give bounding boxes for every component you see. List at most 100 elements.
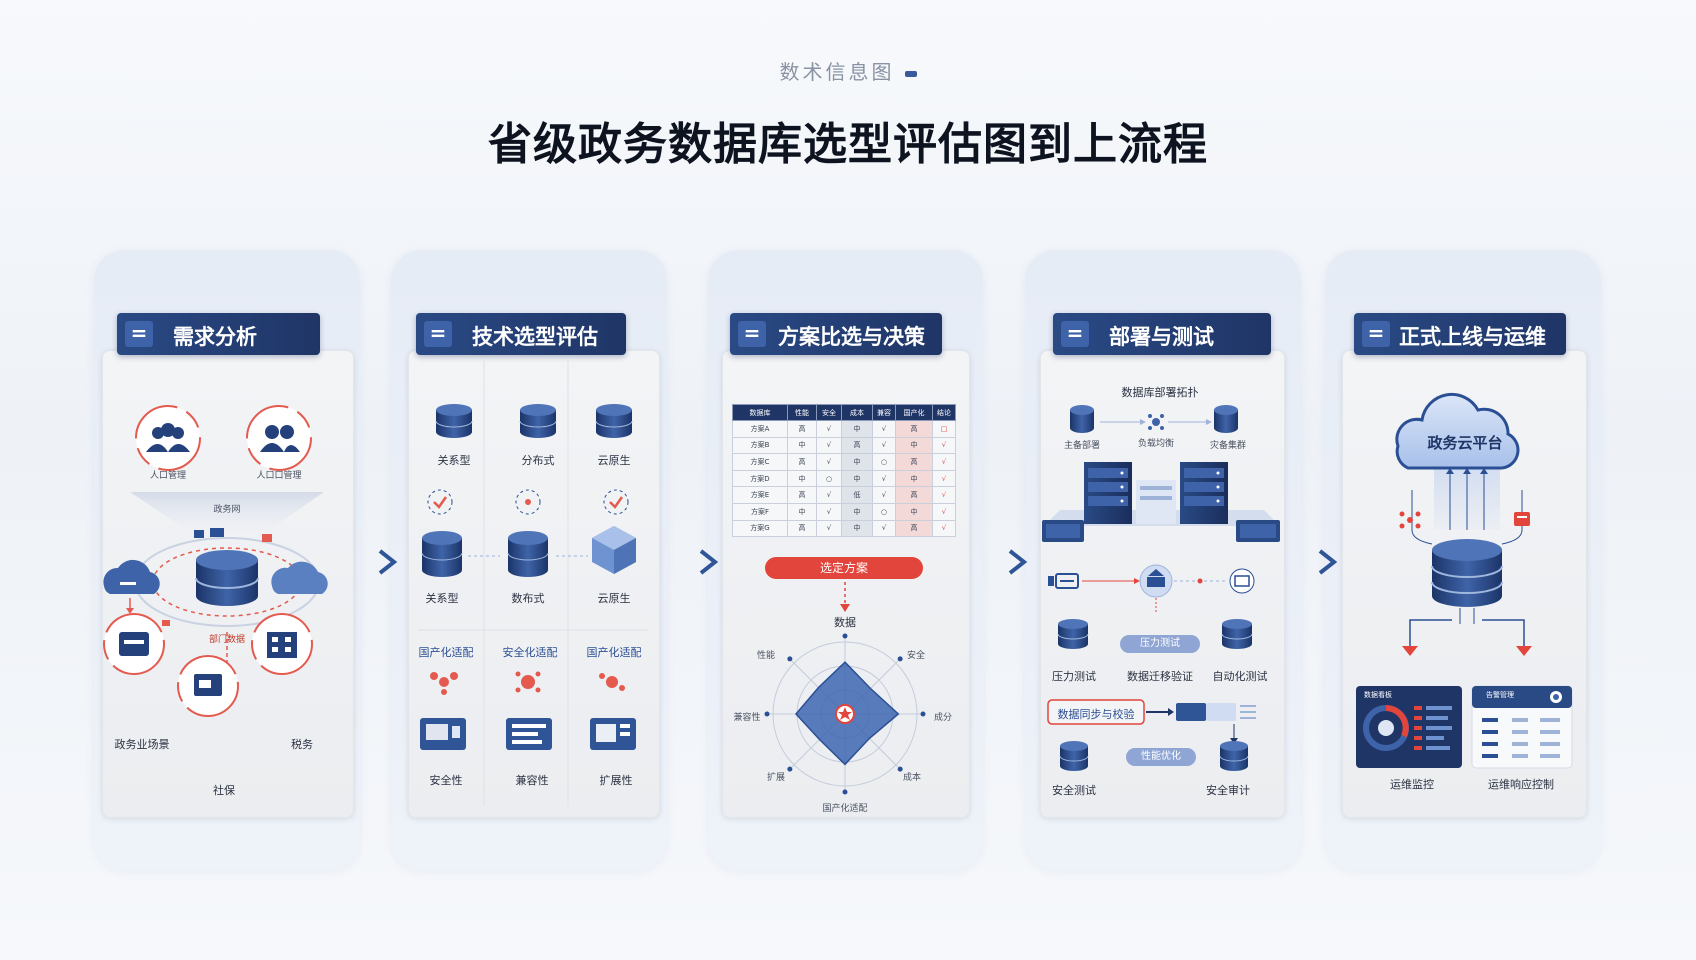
table-header-cell: 结论 <box>932 404 956 421</box>
stage2-graphic <box>418 360 648 806</box>
capability-label: 安全性 <box>429 774 463 787</box>
briefcase-icon <box>103 613 165 675</box>
database-icon <box>195 550 259 606</box>
radar-axis-dot <box>897 656 903 662</box>
table-cell: 方案D <box>732 469 788 488</box>
database-icon <box>435 404 473 438</box>
subtitle-text: 数术信息图 <box>779 60 895 84</box>
table-cell: 高 <box>787 420 817 438</box>
adapt-icon <box>430 672 458 695</box>
table-cell: √ <box>932 469 956 488</box>
radar-axis-dot <box>842 633 848 639</box>
adapt-label: 国产化适配 <box>586 646 642 659</box>
table-header-cell: 性能 <box>787 404 817 421</box>
database-icon <box>1221 619 1253 649</box>
adapt-icon <box>599 673 625 691</box>
db-type-label: 数布式 <box>511 592 545 605</box>
table-cell: √ <box>932 502 956 521</box>
table-cell: ○ <box>872 453 896 471</box>
social-security-icon <box>177 655 239 717</box>
stage-title: 需求分析 <box>173 325 257 349</box>
adapt-label: 国产化适配 <box>418 646 474 659</box>
check-badge-icon <box>603 489 629 515</box>
equals-icon: = <box>738 321 766 347</box>
table-cell: √ <box>932 436 956 455</box>
database-icon <box>1219 741 1249 771</box>
gov-scene-label: 政务业场景 <box>114 738 170 751</box>
table-cell: 高 <box>841 436 873 455</box>
radar-axis-top: 数据 <box>834 616 856 629</box>
table-cell: ○ <box>816 469 842 488</box>
radar-axis-bottom: 国产化适配 <box>822 804 868 814</box>
primary-db-label: 主备部署 <box>1063 441 1100 451</box>
table-cell: 方案E <box>732 486 788 504</box>
monitor-icon <box>1229 568 1255 594</box>
social-label: 社保 <box>213 784 235 797</box>
topology-title: 数据库部署拓扑 <box>1121 386 1199 399</box>
db-type-label: 云原生 <box>597 592 631 605</box>
table-cell: 中 <box>895 436 933 455</box>
capability-label: 兼容性 <box>515 774 549 787</box>
table-cell: □ <box>932 420 956 438</box>
stage-header-4: =部署与测试 <box>1053 313 1271 355</box>
table-cell: 方案A <box>732 420 788 438</box>
db-type-label: 关系型 <box>425 592 459 605</box>
stage-header-1: =需求分析 <box>117 313 320 355</box>
capability-label: 扩展性 <box>599 774 633 787</box>
stage1-graphic <box>103 405 328 717</box>
stage-title: 正式上线与运维 <box>1399 325 1546 349</box>
radar-axis-dot <box>842 789 848 795</box>
radar-chart <box>764 582 926 795</box>
equals-icon: = <box>1061 321 1089 347</box>
table-cell: 高 <box>787 519 817 538</box>
table-cell: √ <box>932 486 956 504</box>
table-header-cell: 成本 <box>841 404 873 421</box>
node-icon <box>162 620 170 626</box>
server-rack-icon <box>1180 462 1228 524</box>
table-cell: √ <box>816 420 842 438</box>
page-title: 省级政务数据库选型评估图到上流程 <box>488 119 1208 170</box>
table-cell: 中 <box>841 453 873 471</box>
subtitle: 数术信息图 <box>0 56 1696 85</box>
database-icon <box>421 531 463 577</box>
table-cell: √ <box>872 469 896 488</box>
radar-axis-dot <box>897 766 903 772</box>
arrow-right-icon <box>320 549 398 575</box>
table-cell: 中 <box>787 469 817 488</box>
table-header-cell: 安全 <box>816 404 842 421</box>
pressure-test-pill: 压力测试 <box>1120 635 1200 653</box>
table-header-cell: 国产化 <box>895 404 933 421</box>
radar-axis-bottom-left: 扩展 <box>766 773 785 783</box>
arrow-right-icon <box>655 549 719 575</box>
star-icon <box>835 704 855 724</box>
network-node-icon <box>1399 511 1421 529</box>
database-icon <box>1431 539 1503 607</box>
table-cell: 高 <box>787 486 817 504</box>
hub-bottom-label: 部门数据 <box>208 635 245 645</box>
table-cell: 中 <box>841 469 873 488</box>
table-cell: 低 <box>841 486 873 504</box>
table-cell: √ <box>816 502 842 521</box>
server-rack-icon <box>1084 462 1132 524</box>
table-cell: 高 <box>787 453 817 471</box>
table-cell: 中 <box>841 502 873 521</box>
load-balancer-label: 负载均衡 <box>1137 439 1174 449</box>
dashboard-card-title: 数据看板 <box>1364 691 1392 699</box>
people-label-a: 人口管理 <box>149 471 186 481</box>
node-icon <box>194 530 204 538</box>
table-cell: √ <box>872 519 896 538</box>
radar-axis-dot <box>787 766 793 772</box>
network-badge-icon <box>515 489 541 515</box>
arrow-right-icon <box>1283 549 1338 575</box>
table-cell: 中 <box>895 469 933 488</box>
cloud-native-cube-icon <box>592 526 636 574</box>
table-cell: √ <box>816 436 842 455</box>
security-box-icon <box>420 718 466 750</box>
gateway-icon <box>1139 564 1173 598</box>
cloud-platform-label: 政务云平台 <box>1427 434 1503 452</box>
perf-optimize-pill: 性能优化 <box>1126 748 1196 766</box>
